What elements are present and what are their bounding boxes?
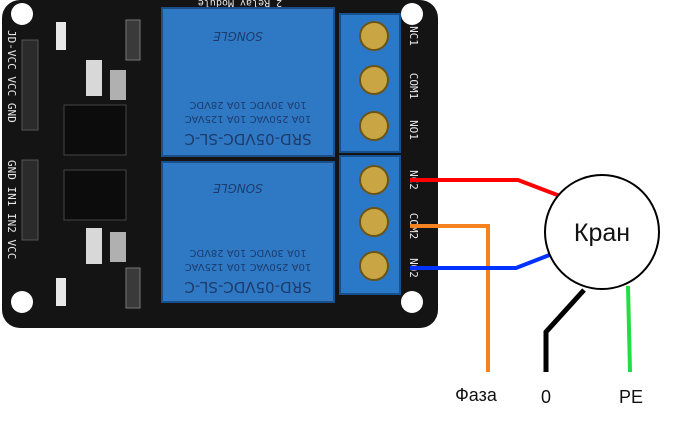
valve-label: Кран <box>574 219 630 247</box>
terminal-block-2 <box>339 155 401 295</box>
diode <box>125 19 141 61</box>
screw-terminal-nc2 <box>359 165 389 195</box>
relay-1-model: SRD-05VDC-SL-C <box>184 130 311 148</box>
relay-2-rating-2: 10A 30VDC 10A 28VDC <box>189 247 306 258</box>
mounting-hole <box>401 3 423 25</box>
screw-terminal-no1 <box>359 111 389 141</box>
pin-header-bottom <box>21 159 39 241</box>
resistor <box>86 228 102 264</box>
screw-terminal-no2 <box>359 251 389 281</box>
wire-red <box>410 178 561 198</box>
wire-black-zero <box>543 288 586 372</box>
relay-1: SRD-05VDC-SL-C 10A 250VAC 10A 125VAC 10A… <box>161 7 335 157</box>
optocoupler-2 <box>63 169 127 221</box>
screw-terminal-com1 <box>359 65 389 95</box>
resistor <box>86 60 102 96</box>
mounting-hole <box>11 3 33 25</box>
relay-1-brand: SONGLE <box>213 29 263 43</box>
relay-2-model: SRD-05VDC-SL-C <box>184 278 311 296</box>
wire-blue <box>410 252 553 270</box>
pin-header-top <box>21 39 39 131</box>
board-title: 2 Relay Module <box>198 0 282 8</box>
screw-terminal-com2 <box>359 207 389 237</box>
terminal-label-com1: COM1 <box>407 73 420 100</box>
pins-label-bottom: GND IN1 IN2 VCC <box>5 160 18 259</box>
optocoupler-1 <box>63 104 127 156</box>
transistor-1 <box>110 70 126 100</box>
terminal-block-1 <box>339 13 401 153</box>
led-indicator <box>56 22 66 50</box>
led-indicator <box>56 278 66 306</box>
diode <box>125 267 141 309</box>
screw-terminal-nc1 <box>359 21 389 51</box>
zero-label: 0 <box>541 387 551 407</box>
valve: Кран <box>544 174 660 290</box>
wire-green-pe <box>626 285 632 373</box>
mounting-hole <box>11 291 33 313</box>
relay-2-brand: SONGLE <box>213 181 263 195</box>
wire-orange-phase <box>410 224 490 372</box>
relay-1-rating-2: 10A 30VDC 10A 28VDC <box>189 99 306 110</box>
phase-label: Фаза <box>455 385 498 405</box>
terminal-label-nc1: NC1 <box>407 26 420 46</box>
mounting-hole <box>401 291 423 313</box>
pe-label: PE <box>619 387 643 407</box>
valve-circle <box>544 174 660 290</box>
relay-2: SRD-05VDC-SL-C 10A 250VAC 10A 125VAC 10A… <box>161 161 335 303</box>
relay-1-rating-1: 10A 250VAC 10A 125VAC <box>185 113 312 124</box>
terminal-label-no1: NO1 <box>407 120 420 140</box>
pins-label-top: JD-VCC VCC GND <box>5 30 18 123</box>
transistor-2 <box>110 232 126 262</box>
relay-2-rating-1: 10A 250VAC 10A 125VAC <box>185 261 312 272</box>
